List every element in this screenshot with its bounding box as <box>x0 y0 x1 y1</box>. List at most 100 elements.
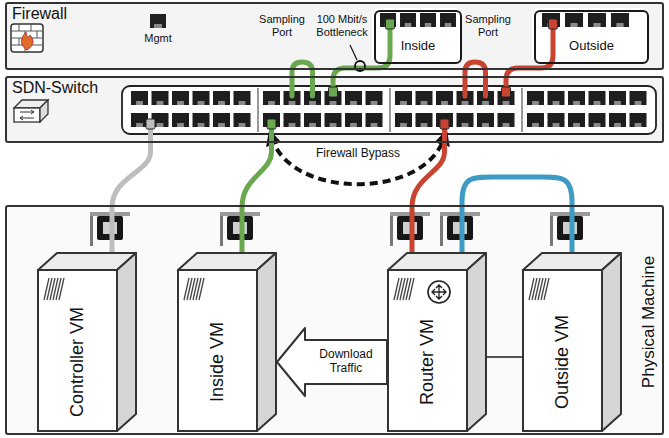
server-tower <box>523 270 602 431</box>
port-grid <box>157 101 164 105</box>
cable-plug <box>549 19 558 29</box>
server-tower <box>409 278 414 300</box>
server-tower <box>117 253 136 431</box>
port-grid <box>421 123 428 127</box>
port-grid <box>532 123 539 127</box>
cable-plug <box>267 119 276 129</box>
port-grid <box>482 101 489 105</box>
port-grid <box>400 123 407 127</box>
server-tower <box>38 270 117 431</box>
nic-card <box>440 216 443 246</box>
port-grid <box>614 123 621 127</box>
port-group: Inside <box>374 10 462 64</box>
nic-card <box>550 216 553 246</box>
server-tower <box>432 285 446 299</box>
port-grid <box>611 13 629 27</box>
port-grid <box>630 113 647 127</box>
port-grid <box>521 88 522 132</box>
port-grid <box>420 13 436 27</box>
server-tower <box>602 253 621 431</box>
port-grid <box>405 23 411 27</box>
callout-label: Mgmt <box>138 32 178 45</box>
port-grid <box>345 113 362 127</box>
switch-icon <box>14 108 40 122</box>
port-grid <box>193 113 210 127</box>
port-grid <box>588 13 606 27</box>
port-grid <box>573 123 580 127</box>
nic-card <box>220 216 223 246</box>
port-grid <box>635 123 642 127</box>
bypass-arrow <box>272 137 445 184</box>
port-grid <box>482 123 489 127</box>
cable-plug <box>329 87 338 97</box>
port-grid <box>614 101 621 105</box>
port-grid <box>213 91 230 105</box>
port-grid <box>527 113 544 127</box>
port-grid <box>218 101 225 105</box>
callout-label: Sampling Port <box>462 13 514 38</box>
port-grid <box>503 101 510 105</box>
panel-fill <box>5 2 664 435</box>
port-grid <box>131 13 647 132</box>
server-tower <box>257 253 276 431</box>
bypass-label: Firewall Bypass <box>298 147 418 161</box>
port-grid <box>234 113 251 127</box>
port-frame <box>122 86 656 134</box>
port-grid <box>589 113 606 127</box>
port-group: Outside <box>534 10 649 64</box>
cable <box>112 124 151 252</box>
port-grid <box>371 123 378 127</box>
port-grid <box>457 113 474 127</box>
port-frame <box>372 8 460 62</box>
port-grid <box>325 113 342 127</box>
mgmt-port <box>154 24 162 28</box>
port-grid <box>172 113 189 127</box>
port-grid <box>570 23 577 27</box>
port-grid <box>440 13 456 27</box>
port-grid <box>193 91 210 105</box>
port-grid <box>609 91 626 105</box>
port-grid <box>589 91 606 105</box>
port-grid <box>234 91 251 105</box>
port-grid <box>198 123 205 127</box>
port-grid <box>503 123 510 127</box>
port-grid <box>568 113 585 127</box>
port-grid <box>284 113 301 127</box>
sampling-cable <box>292 62 313 96</box>
port-grid <box>400 13 416 27</box>
vm-name: Inside VM <box>207 322 228 402</box>
port-grid <box>345 91 362 105</box>
arrow-label: Download Traffic <box>308 348 384 376</box>
switch-icon <box>14 100 48 122</box>
port-grid <box>366 113 383 127</box>
panel-title: Firewall <box>12 5 67 23</box>
port-group-label: Inside <box>376 38 460 53</box>
port-grid <box>157 123 164 127</box>
cable <box>412 124 445 252</box>
server-tower <box>522 252 622 432</box>
bottleneck-ring <box>350 45 365 71</box>
port-grid <box>309 101 316 105</box>
port-grid <box>366 91 383 105</box>
server-tower <box>544 278 549 300</box>
cable-plug <box>146 119 155 129</box>
port-grid <box>548 113 565 127</box>
mgmt-port <box>150 14 166 28</box>
panel-title: SDN-Switch <box>12 79 98 97</box>
port-grid <box>532 101 539 105</box>
cable-plug <box>386 19 395 29</box>
port-grid <box>350 123 357 127</box>
port-grid <box>573 101 580 105</box>
server-tower <box>59 278 64 300</box>
port-grid <box>594 101 601 105</box>
panel-fill <box>5 205 664 435</box>
server-tower <box>428 281 450 303</box>
port-grid <box>436 91 453 105</box>
port-grid <box>635 101 642 105</box>
port-grid <box>289 123 296 127</box>
server-tower <box>388 270 467 431</box>
sampling-cable <box>292 62 486 96</box>
port-grid <box>425 23 431 27</box>
server-tower <box>37 252 137 432</box>
